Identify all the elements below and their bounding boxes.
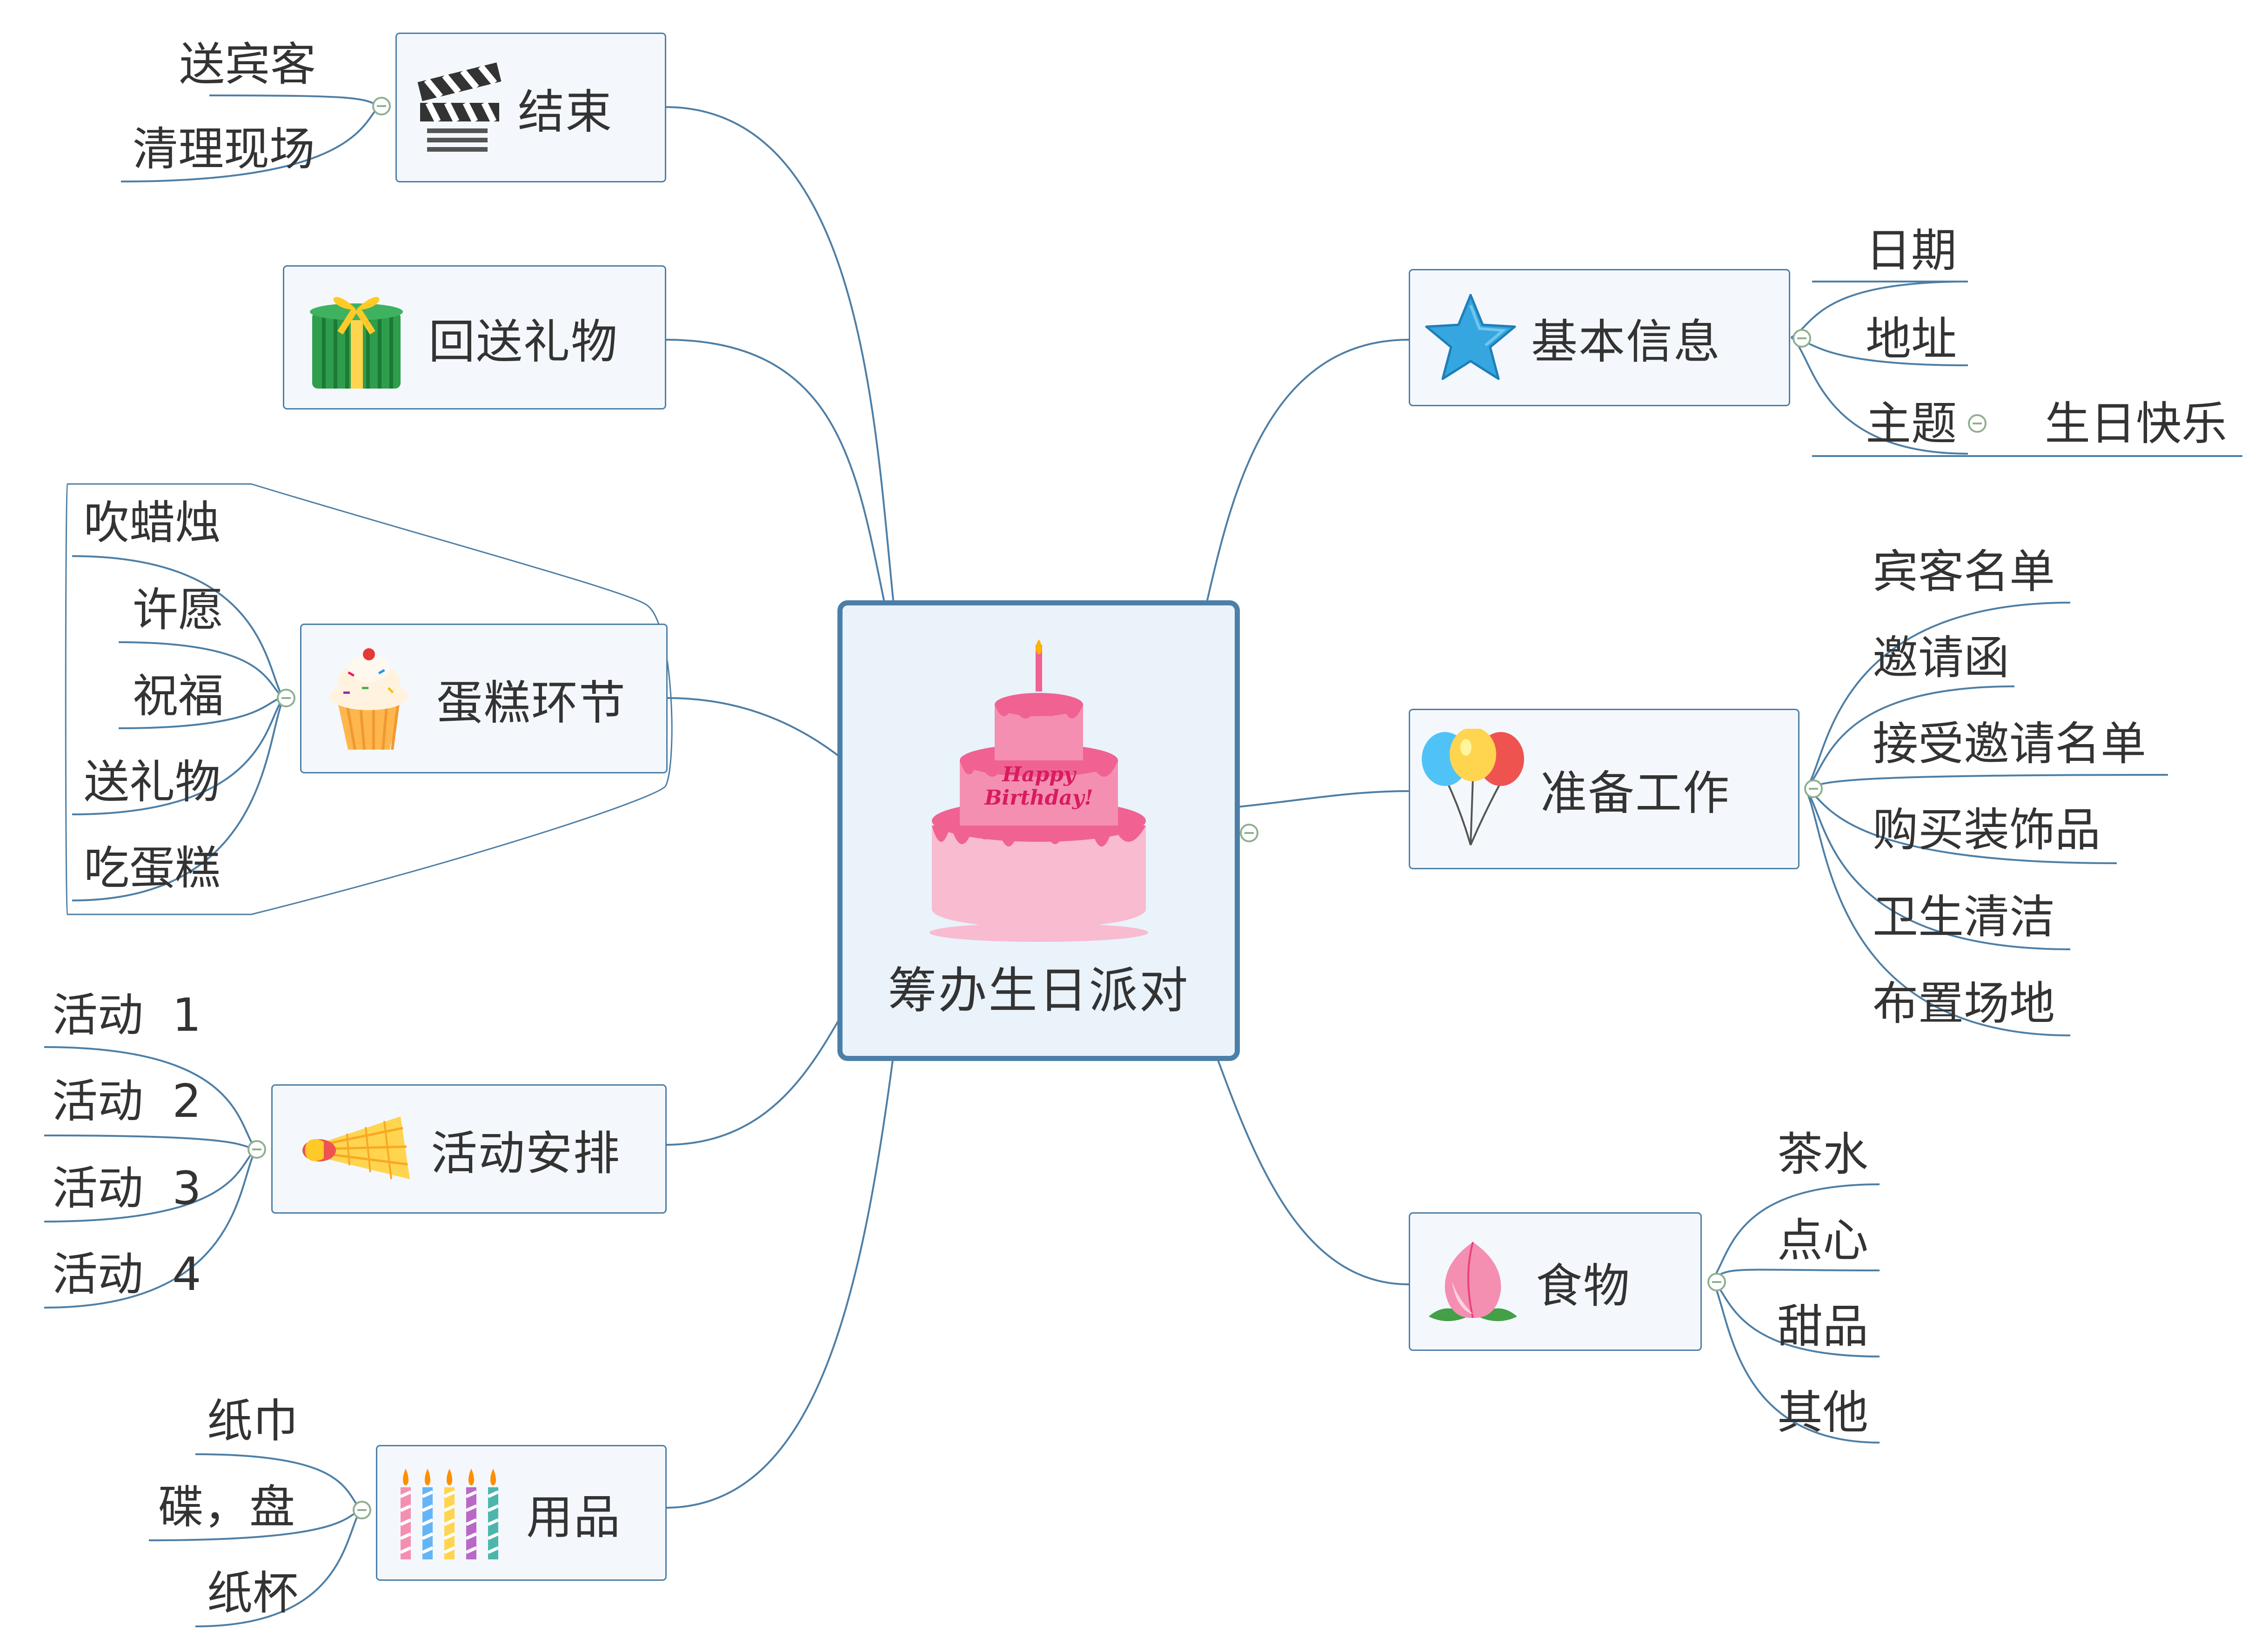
topic-label: 活动安排 [431,1126,621,1181]
subtopic-paper-cups[interactable]: 纸杯 [207,1567,299,1620]
subtopic-blow-candles[interactable]: 吹蜡烛 [84,497,221,550]
subtopic-date[interactable]: 日期 [1866,224,1957,277]
topic-food[interactable]: 食物 [1409,1212,1702,1351]
topic-ending[interactable]: 结束 [395,33,666,182]
topic-label: 蛋糕环节 [436,675,626,730]
subtopic-address[interactable]: 地址 [1866,313,1957,366]
subtopic-make-wish[interactable]: 许愿 [133,584,224,637]
subtopic-tea[interactable]: 茶水 [1777,1128,1869,1181]
subtopic-napkins[interactable]: 纸巾 [207,1395,299,1448]
topic-label: 结束 [518,84,613,139]
topic-label: 食物 [1536,1258,1631,1313]
subtopic-activity-2[interactable]: 活动 2 [52,1075,201,1128]
subtopic-eat-cake[interactable]: 吃蛋糕 [84,842,221,895]
cake-text-happy: Happy [1001,763,1077,786]
subtopic-desserts[interactable]: 甜品 [1777,1300,1869,1353]
subtopic-invitation[interactable]: 邀请函 [1873,631,2010,685]
subtopic-clean-up[interactable]: 清理现场 [133,123,315,176]
subtopic-see-off-guests[interactable]: 送宾客 [179,38,316,91]
subtopic-blessing[interactable]: 祝福 [133,670,224,723]
topic-return-gift[interactable]: 回送礼物 [283,265,666,410]
subtopic-venue-setup[interactable]: 布置场地 [1873,977,2055,1030]
cupcake-icon [329,648,408,750]
topic-cake-session[interactable]: 蛋糕环节 [300,624,668,773]
gift-box-icon [310,297,403,389]
topic-activities[interactable]: 活动安排 [271,1084,667,1214]
birthday-cake-icon: Happy Birthday! [929,639,1148,942]
subtopic-accepted-list[interactable]: 接受邀请名单 [1873,718,2147,771]
subtopic-other[interactable]: 其他 [1777,1386,1869,1439]
central-title: 筹办生日派对 [888,962,1190,1019]
topic-label: 基本信息 [1531,315,1721,369]
topic-label: 回送礼物 [428,314,618,369]
clapperboard-icon [417,62,502,152]
shuttlecock-icon [302,1116,410,1180]
balloons-icon [1422,728,1524,846]
topic-preparation[interactable]: 准备工作 [1409,709,1800,869]
peach-icon [1429,1242,1517,1321]
subtopic-dishes-plates[interactable]: 碟，盘 [158,1481,295,1534]
star-icon [1425,294,1516,380]
subtopic-theme[interactable]: 主题 [1866,397,1957,450]
central-topic[interactable]: Happy Birthday! 筹办生日派对 [837,600,1240,1061]
subtopic-activity-3[interactable]: 活动 3 [52,1162,201,1215]
topic-basic-info[interactable]: 基本信息 [1409,269,1790,406]
subtopic-activity-4[interactable]: 活动 4 [52,1248,201,1301]
candles-icon [400,1469,499,1559]
subtopic-cleaning[interactable]: 卫生清洁 [1873,891,2055,944]
subtopic-snacks[interactable]: 点心 [1777,1214,1869,1267]
topic-supplies[interactable]: 用品 [376,1445,667,1581]
topic-label: 准备工作 [1540,766,1730,820]
subtopic-guest-list[interactable]: 宾客名单 [1873,545,2055,598]
cake-text-birthday: Birthday! [983,786,1093,810]
topic-label: 用品 [526,1490,621,1545]
subtopic-buy-decorations[interactable]: 购买装饰品 [1873,804,2101,857]
subtopic-theme-detail[interactable]: 生日快乐 [2045,397,2228,450]
subtopic-activity-1[interactable]: 活动 1 [52,989,201,1042]
subtopic-give-gifts[interactable]: 送礼物 [84,756,221,809]
